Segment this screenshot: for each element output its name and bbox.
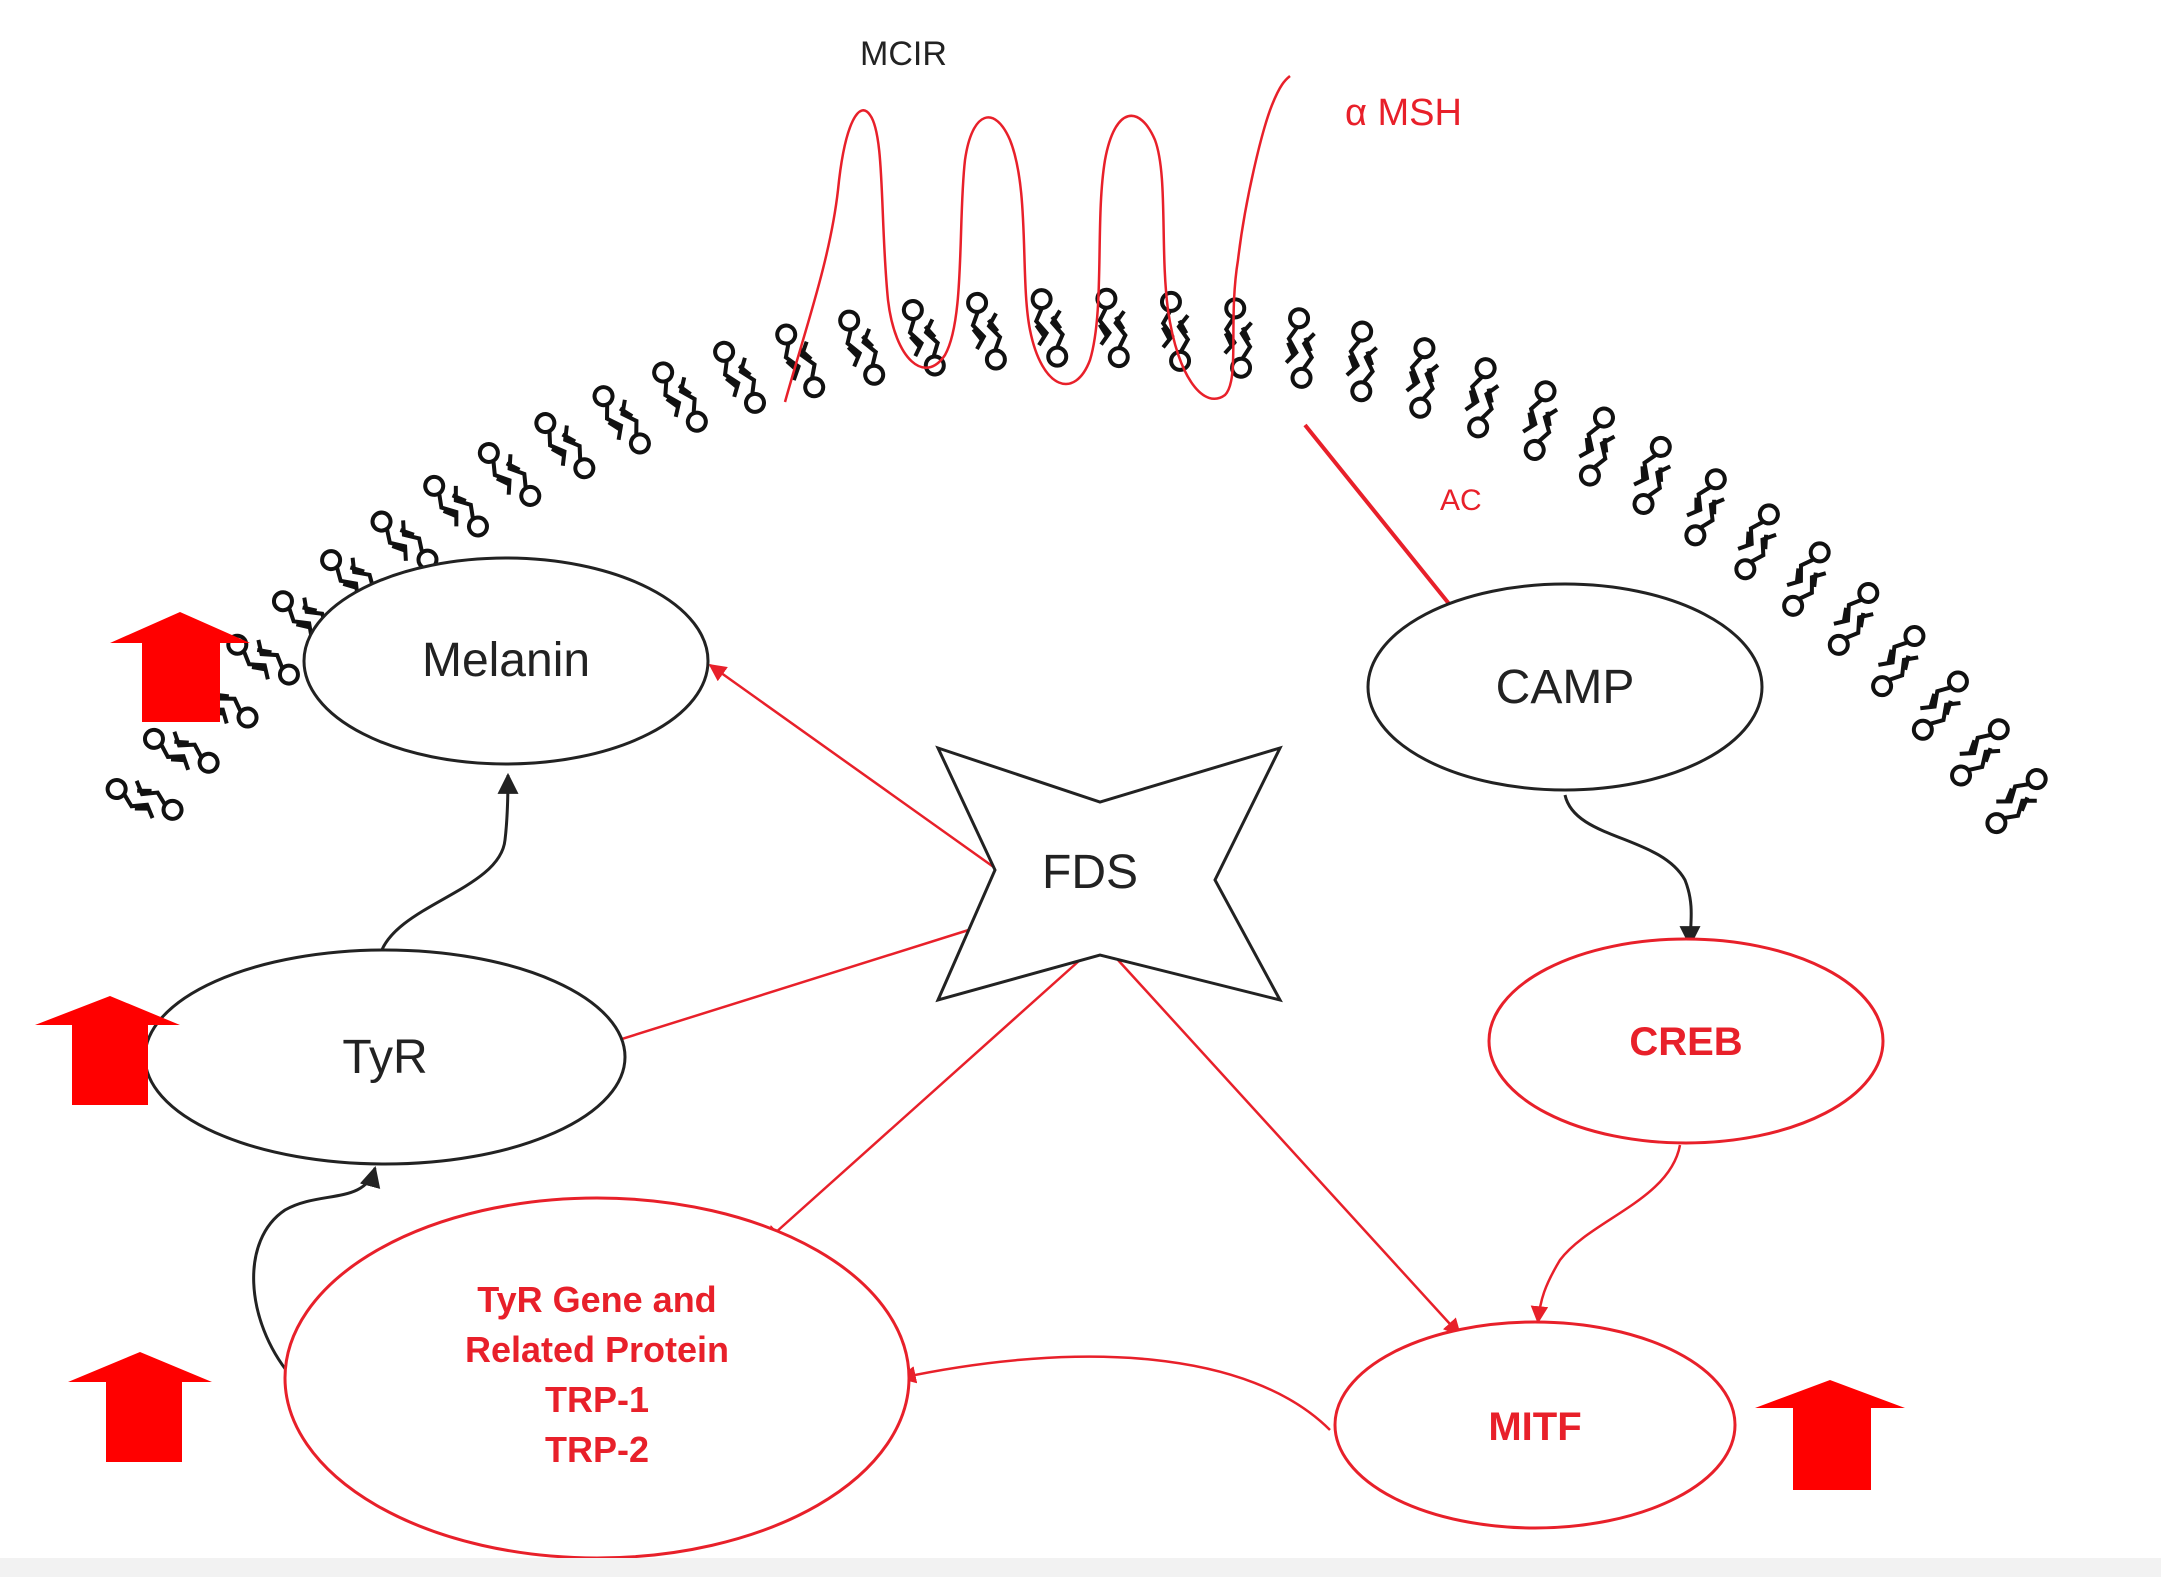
phospholipid-pair xyxy=(1096,289,1130,366)
node-camp: CAMP xyxy=(1366,582,1764,792)
phospholipid-pair xyxy=(1617,432,1688,519)
phospholipid-pair xyxy=(1857,621,1939,701)
phospholipid-pair xyxy=(222,619,304,700)
tyr-gene-label-line-3: TRP-1 xyxy=(545,1379,649,1420)
node-melanin: Melanin xyxy=(302,556,710,766)
phospholipid-pair xyxy=(1393,334,1452,422)
tyr-label: TyR xyxy=(342,1031,427,1084)
phospholipid-pair xyxy=(1215,296,1262,380)
phospholipid-pair xyxy=(1275,305,1326,391)
edge-mitf-to-tyr-gene xyxy=(898,1355,1331,1431)
phospholipid-pair xyxy=(965,290,1008,373)
phospholipid-pair xyxy=(1719,499,1795,584)
edge-fds-to-mitf xyxy=(1117,959,1462,1337)
phospholipid-pair xyxy=(1671,467,1740,548)
node-tyr: TyR xyxy=(143,948,627,1166)
phospholipid-pair xyxy=(1334,318,1389,405)
phospholipid-pair xyxy=(1937,714,2022,791)
up-arrow-icon-melanin xyxy=(110,612,250,722)
up-arrow-icon-mitf xyxy=(1755,1380,1905,1490)
bottom-band xyxy=(0,1558,2161,1577)
node-mitf: MITF xyxy=(1333,1320,1737,1530)
ac-connector-line xyxy=(1303,423,1452,607)
creb-label: CREB xyxy=(1629,1020,1742,1064)
edge-tyr-gene-to-tyr xyxy=(252,1165,381,1376)
edge-fds-to-melanin xyxy=(708,663,996,870)
alpha-msh-label: α MSH xyxy=(1345,92,1462,134)
node-fds: FDS xyxy=(935,745,1283,1003)
phospholipid-pair xyxy=(1563,403,1631,490)
edges xyxy=(252,663,1701,1431)
phospholipid-pair xyxy=(1767,537,1846,621)
phospholipid-pair xyxy=(1451,354,1513,441)
phospholipid-pair xyxy=(900,295,947,380)
phospholipid-pair xyxy=(649,353,711,441)
phospholipid-pair xyxy=(1899,666,1982,745)
fds-label: FDS xyxy=(1042,846,1138,899)
up-arrow-icon-tyr xyxy=(35,996,180,1105)
mitf-label: MITF xyxy=(1488,1405,1581,1449)
phospholipid-pair xyxy=(102,762,188,836)
mc1r-receptor xyxy=(783,75,1291,403)
up-arrow-icon-tyr-gene xyxy=(68,1352,212,1462)
ac-label: AC xyxy=(1440,484,1482,517)
phospholipid-pair xyxy=(1154,290,1197,373)
node-tyr-gene: TyR Gene and Related Protein TRP-1 TRP-2 xyxy=(283,1196,911,1560)
melanin-label: Melanin xyxy=(422,634,590,687)
edge-camp-to-creb xyxy=(1563,794,1701,948)
phospholipid-pair xyxy=(531,402,599,489)
tyr-gene-label-line-2: Related Protein xyxy=(465,1329,729,1370)
edge-creb-to-mitf xyxy=(1530,1144,1682,1324)
phospholipid-pair xyxy=(422,466,491,547)
tyr-gene-label-line-1: TyR Gene and xyxy=(477,1279,716,1320)
edge-fds-to-tyr-gene xyxy=(763,959,1081,1244)
edge-fds-to-tyr xyxy=(553,926,976,1064)
tyr-gene-label-line-4: TRP-2 xyxy=(545,1429,649,1470)
phospholipid-pair xyxy=(710,334,769,421)
phospholipid-pair xyxy=(589,376,654,464)
phospholipid-pair xyxy=(1813,578,1894,660)
phospholipid-pair xyxy=(474,431,545,518)
camp-label: CAMP xyxy=(1496,661,1635,714)
phospholipid-pair xyxy=(139,713,224,789)
node-creb: CREB xyxy=(1487,937,1885,1145)
phospholipid-pair xyxy=(1974,764,2059,838)
phospholipid-pair xyxy=(773,318,828,404)
phospholipid-pair xyxy=(1508,377,1573,464)
phospholipid-pair xyxy=(836,305,887,391)
edge-tyr-to-melanin xyxy=(378,772,519,956)
cell-membrane-lipid-bilayer xyxy=(102,289,2059,838)
mc1r-label: MCIR xyxy=(860,35,947,73)
